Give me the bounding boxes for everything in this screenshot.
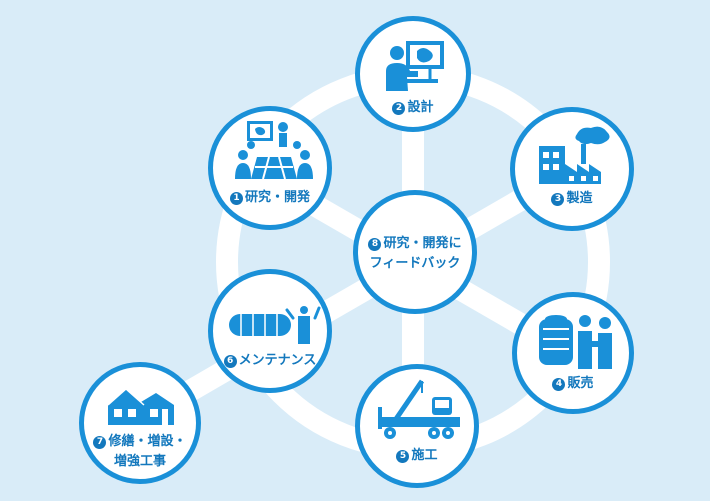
- step-number: 8: [368, 238, 382, 251]
- step-title: 製造: [566, 191, 593, 206]
- step-title: 設計: [407, 100, 434, 115]
- step-title: 研究・開発に: [383, 236, 462, 251]
- step-number: 7: [93, 436, 107, 449]
- pipe-wrench-icon: [229, 306, 321, 344]
- step-number: 2: [392, 102, 406, 115]
- step-number: 4: [552, 378, 566, 391]
- step-title: 施工: [411, 448, 438, 463]
- factory-icon: [539, 126, 610, 184]
- step-title: 修繕・増設・: [108, 434, 187, 449]
- crane-truck-icon: [378, 379, 460, 439]
- step-title: 研究・開発: [244, 190, 310, 205]
- house-icon: [107, 387, 174, 425]
- label-feedback-line2: フィードバック: [369, 256, 461, 271]
- label-renovation-line2: 増強工事: [113, 454, 166, 469]
- tank-sales-icon: [539, 315, 612, 369]
- step-number: 6: [223, 355, 237, 368]
- step-number: 1: [229, 192, 243, 205]
- presentation-meeting-icon: [235, 121, 313, 180]
- step-number: 5: [396, 450, 410, 463]
- step-title: 販売: [567, 376, 594, 391]
- designer-computer-icon: [386, 41, 444, 91]
- step-title: メンテナンス: [238, 353, 317, 368]
- step-number: 3: [551, 193, 565, 206]
